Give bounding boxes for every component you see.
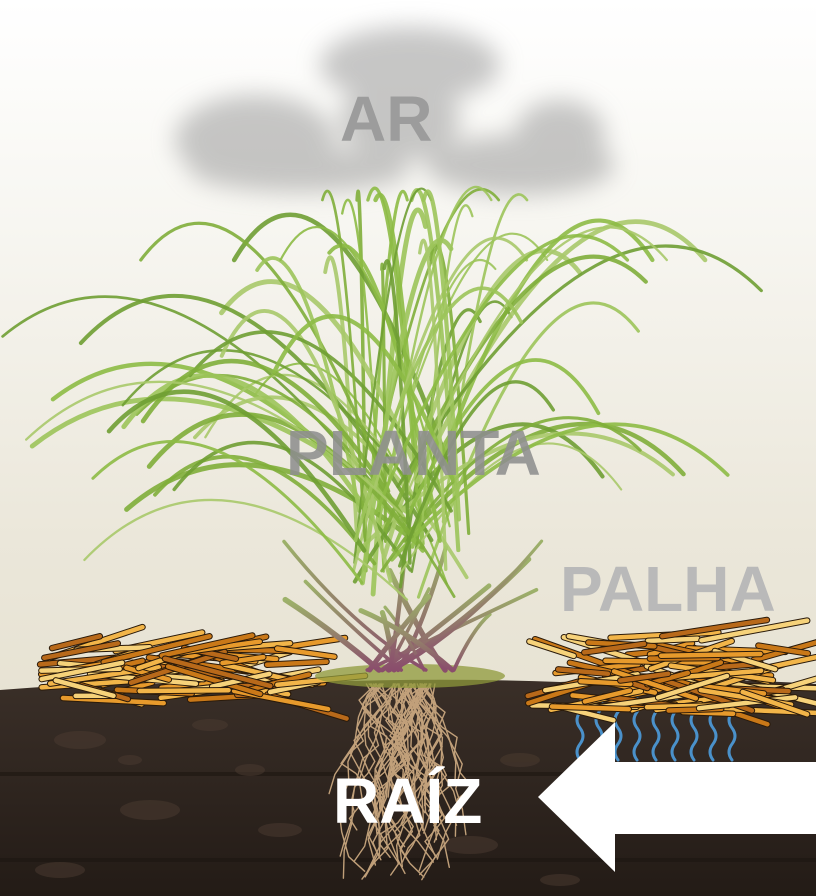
plant-label: PLANTA — [286, 416, 541, 490]
air-label: AR — [340, 82, 432, 156]
root-label: RAÍZ — [333, 764, 482, 838]
straw-label: PALHA — [560, 552, 776, 626]
